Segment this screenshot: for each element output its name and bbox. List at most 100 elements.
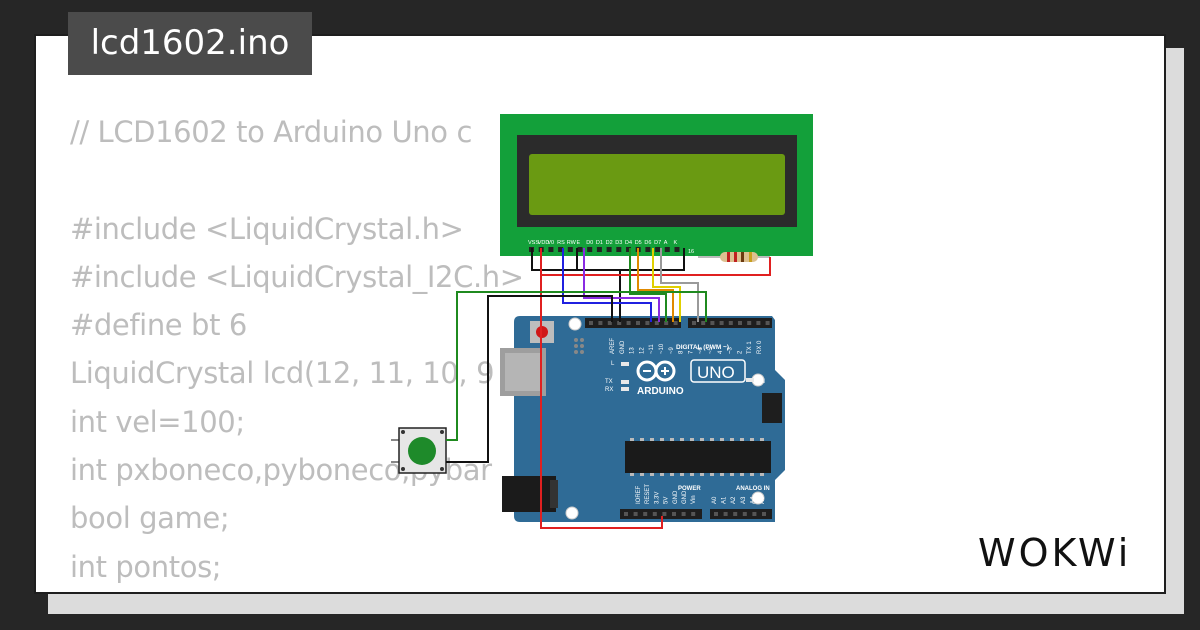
- header-hole: [654, 321, 659, 325]
- chip-leg: [700, 438, 704, 441]
- chip-leg: [710, 438, 714, 441]
- wokwi-logo-text: WOKWi: [978, 531, 1131, 575]
- chip-leg: [640, 473, 644, 476]
- board-pin-label: IOREF: [636, 485, 642, 504]
- lcd-pin-label: D7: [654, 240, 661, 246]
- header-hole: [714, 512, 718, 516]
- led-rx: [621, 387, 629, 391]
- pushbutton-cap: [408, 437, 436, 465]
- chip-leg: [710, 473, 714, 476]
- board-pin-label: 2: [737, 350, 743, 354]
- led-on: [746, 378, 754, 382]
- header-hole: [719, 321, 724, 325]
- resistor: [698, 252, 770, 262]
- lcd-pin: [577, 247, 583, 252]
- board-pin-label: A1: [722, 496, 728, 504]
- lcd-pin-label: D5: [635, 240, 642, 246]
- header-hole: [762, 512, 766, 516]
- board-pin-label: GND: [682, 490, 688, 504]
- chip-leg: [750, 438, 754, 441]
- lcd-pin-label: VDD: [538, 240, 550, 246]
- chip-leg: [720, 438, 724, 441]
- header-hole: [701, 321, 706, 325]
- header-hole: [765, 321, 770, 325]
- chip-leg: [730, 438, 734, 441]
- board-pin-label: 5V: [664, 497, 670, 504]
- power-header-label: POWER: [678, 486, 701, 492]
- header-hole: [752, 512, 757, 516]
- chip-leg: [680, 473, 684, 476]
- code-line: LiquidCrystal lcd(12, 11, 10, 9: [70, 356, 495, 391]
- lcd-pin-label: A: [664, 240, 668, 246]
- power-jack: [502, 476, 556, 512]
- board-pin-label: 12: [639, 347, 645, 354]
- board-pin-label: RX 0: [757, 340, 763, 354]
- chip-leg: [650, 473, 654, 476]
- pushbutton[interactable]: [391, 427, 454, 474]
- board-pin-label: Vin: [691, 495, 697, 504]
- board-pin-label: ~9: [669, 346, 675, 354]
- chip-leg: [660, 473, 664, 476]
- header-hole: [633, 512, 638, 516]
- code-line: #include <LiquidCrystal_I2C.h>: [70, 259, 524, 294]
- header-hole: [681, 512, 686, 516]
- lcd-screen: [529, 154, 785, 215]
- board-pin-label: A0: [712, 496, 718, 504]
- lcd-pin: [606, 247, 612, 252]
- wires: [446, 248, 771, 529]
- header-hole: [723, 512, 728, 516]
- board-pin-label: ~11: [649, 344, 655, 354]
- code-line: bool game;: [70, 501, 230, 536]
- led-label-l: L: [611, 361, 615, 367]
- led-label-on: ON: [756, 379, 765, 385]
- board-pin-label: 8: [679, 350, 685, 354]
- led-l: [621, 362, 629, 366]
- lcd-pin: [587, 247, 593, 252]
- header-hole: [710, 321, 715, 325]
- lcd-pin: [616, 247, 622, 252]
- board-pin-label: GND: [673, 490, 679, 504]
- chip-leg: [700, 473, 704, 476]
- chip-leg: [630, 473, 634, 476]
- board-pin-label: A2: [731, 496, 737, 504]
- chip-leg: [680, 438, 684, 441]
- lcd-pin-label: D2: [606, 240, 613, 246]
- header-hole: [673, 321, 678, 325]
- chip-leg: [730, 473, 734, 476]
- chip-leg: [660, 438, 664, 441]
- lcd-pin-label: RS: [557, 240, 565, 246]
- header-hole: [652, 512, 657, 516]
- header-hole: [747, 321, 752, 325]
- header-hole: [691, 512, 696, 516]
- lcd-pin-label: D4: [625, 240, 632, 246]
- lcd-pin: [626, 247, 631, 252]
- board-pin-label: ~5: [708, 346, 714, 354]
- arduino-logo: ARDUINO: [636, 360, 684, 397]
- led-label-tx: TX: [605, 379, 613, 385]
- arduino-brand: ARDUINO: [637, 386, 684, 397]
- led-label-rx: RX: [605, 387, 613, 393]
- header-hole: [742, 512, 747, 516]
- lcd-pin-label: D0: [586, 240, 593, 246]
- board-pin-label: TX 1: [747, 341, 753, 354]
- lcd-pin-count: 16: [688, 249, 694, 255]
- chip-leg: [670, 473, 674, 476]
- header-hole: [662, 512, 667, 516]
- header-hole: [756, 321, 761, 325]
- lcd-pin-label: D3: [615, 240, 622, 246]
- lcd-pin: [664, 247, 670, 252]
- board-pin-label: 7: [688, 350, 694, 354]
- lcd-pin: [567, 247, 573, 252]
- header-hole: [643, 512, 648, 516]
- code-line: int vel=100;: [70, 404, 245, 439]
- analog-header-label: ANALOG IN: [736, 486, 770, 492]
- code-line: #define bt 6: [70, 308, 247, 343]
- lcd-pin-label: E: [577, 240, 581, 246]
- atmega-chip: [625, 441, 771, 473]
- header-hole: [598, 321, 603, 325]
- digital-header-high: [585, 318, 681, 328]
- board-pin-label: A4: [750, 496, 756, 504]
- chip-leg: [740, 438, 744, 441]
